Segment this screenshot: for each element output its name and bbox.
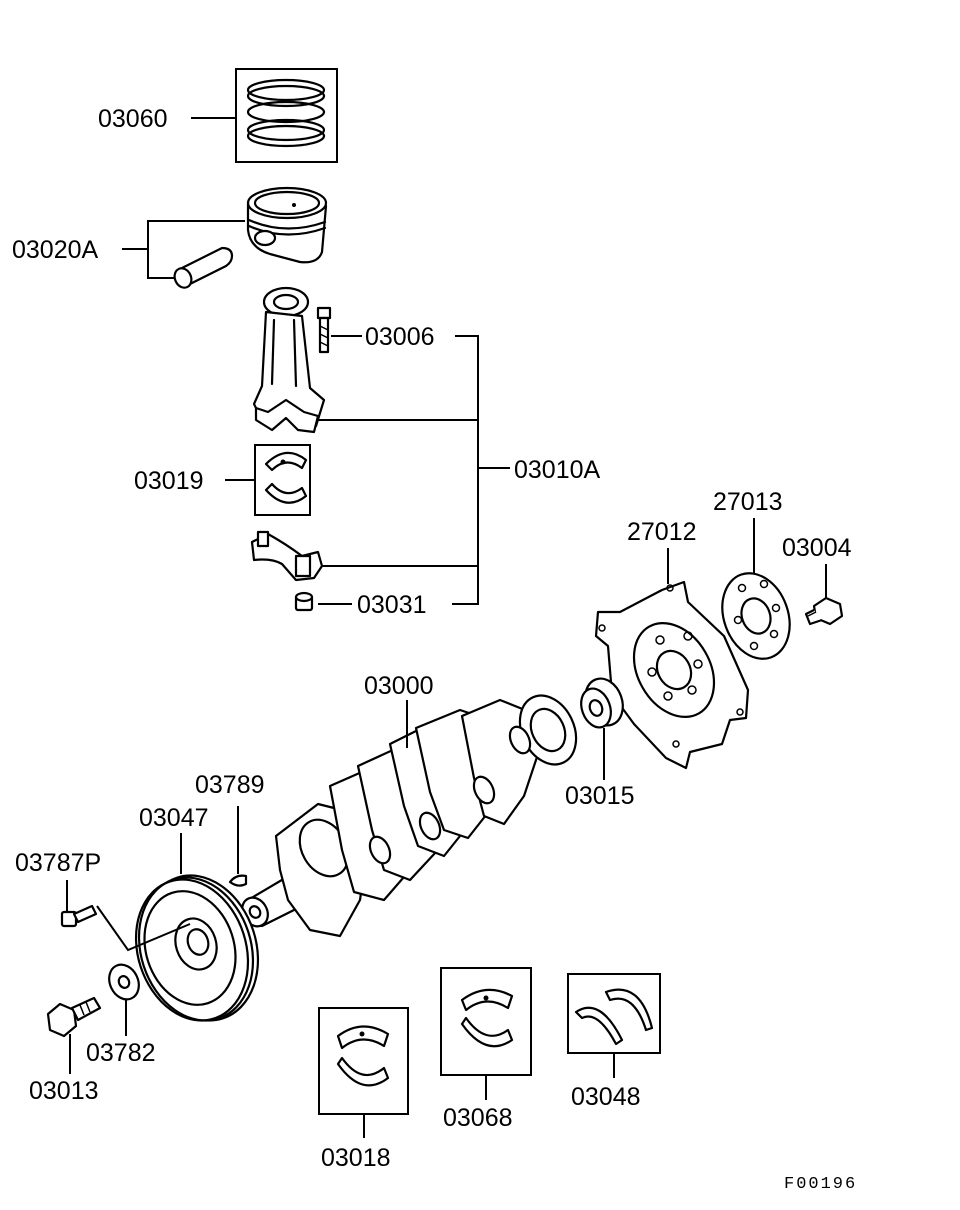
label-03019: 03019 [134,467,204,495]
label-27013: 27013 [713,488,783,516]
label-03000: 03000 [364,672,434,700]
flywheel-bolt-illustration [804,596,844,626]
thrust-washer-illustration [567,973,661,1054]
adapter-plate-illustration [721,572,791,660]
rod-nut-illustration [294,591,314,612]
drive-plate-illustration [594,580,750,770]
woodruff-key-illustration [228,874,248,887]
label-03787P: 03787P [15,849,101,877]
rod-bearing-illustration [254,444,311,516]
label-03020A: 03020A [12,236,99,264]
crankshaft-illustration [241,694,578,938]
label-03060: 03060 [98,105,168,133]
label-03004: 03004 [782,534,852,562]
label-03010A: 03010A [514,456,601,484]
label-27012: 27012 [627,518,697,546]
label-03789: 03789 [195,771,265,799]
pulley-washer-illustration [108,963,140,1001]
label-03047: 03047 [139,804,209,832]
main-bearing-illustration [318,1007,409,1115]
rod-bolt-illustration [316,306,332,354]
label-03006: 03006 [365,323,435,351]
piston-illustration [246,186,328,264]
crank-pulley-illustration [134,874,260,1022]
label-03782: 03782 [86,1039,156,1067]
label-03068: 03068 [443,1104,513,1132]
rod-cap-illustration [250,530,324,582]
figure-code: F00196 [784,1175,857,1194]
label-03015: 03015 [565,782,635,810]
pulley-bolt-illustration [46,996,102,1038]
piston-rings-illustration [235,68,338,163]
label-03048: 03048 [571,1083,641,1111]
pulley-bolt-small-illustration [60,904,98,928]
label-03031: 03031 [357,591,427,619]
label-03013: 03013 [29,1077,99,1105]
connecting-rod-illustration [252,286,326,434]
label-03018: 03018 [321,1144,391,1172]
upper-main-bearing-illustration [440,967,532,1076]
pilot-bushing-illustration [580,677,624,729]
piston-pin-illustration [173,246,234,289]
